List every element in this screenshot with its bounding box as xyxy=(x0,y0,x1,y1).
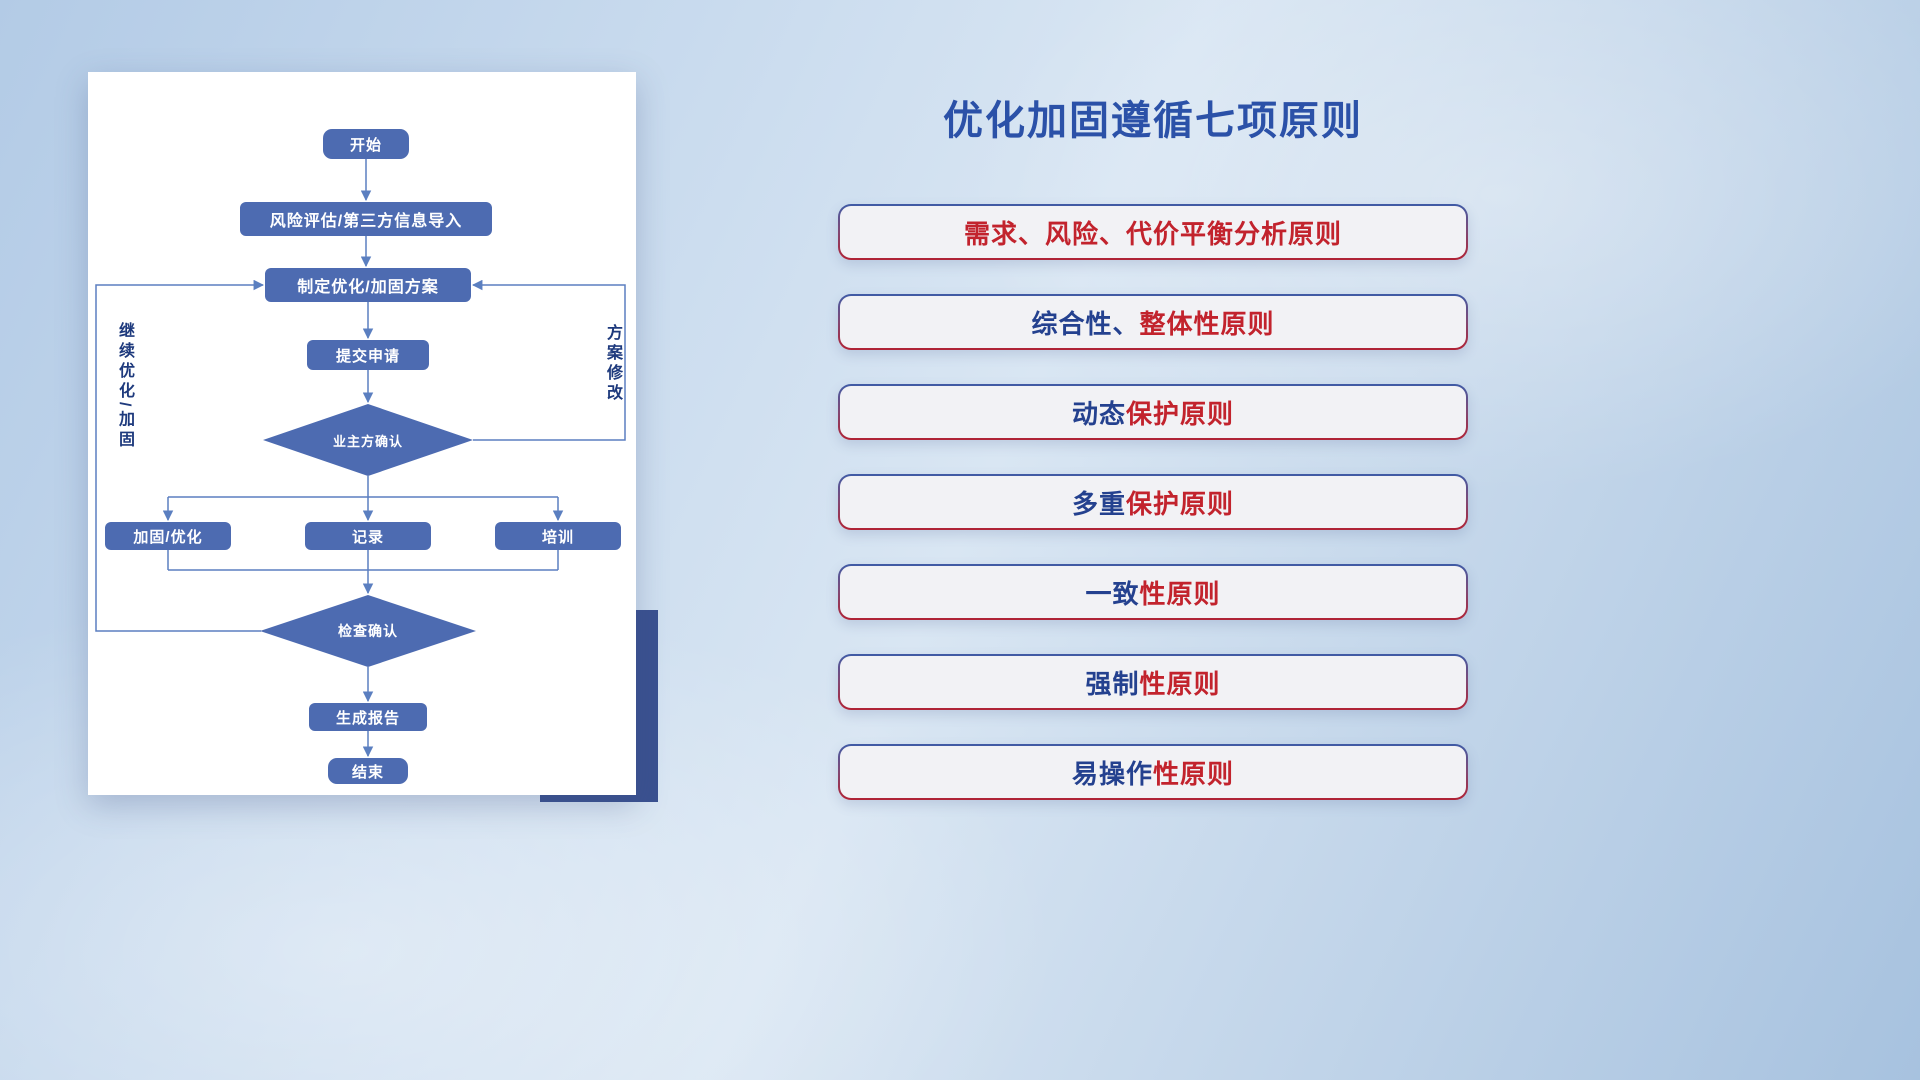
principle-text-segment: 保护原则 xyxy=(1126,398,1235,429)
principle-pill: 综合性、整体性原则 xyxy=(838,294,1468,350)
flow-node-check-confirm-label: 检查确认 xyxy=(338,623,398,639)
principles-panel: 优化加固遵循七项原则 需求、风险、代价平衡分析原则 综合性、整体性原则 动态保护… xyxy=(838,88,1468,800)
flow-node-training: 培训 xyxy=(495,522,621,550)
principle-text-segment: 需求、风险、代价平衡分析原则 xyxy=(963,218,1342,249)
flow-node-start: 开始 xyxy=(323,129,409,159)
panel-title: 优化加固遵循七项原则 xyxy=(943,99,1363,143)
principle-text-segment: 综合性、 xyxy=(1031,308,1140,339)
principle-text-segment: 强制 xyxy=(1085,668,1140,699)
flow-node-record: 记录 xyxy=(305,522,431,550)
flow-node-end: 结束 xyxy=(328,758,408,784)
principle-text-segment: 一致 xyxy=(1085,578,1140,609)
principle-pill-inner: 动态保护原则 xyxy=(840,386,1466,438)
principle-pill-inner: 需求、风险、代价平衡分析原则 xyxy=(840,206,1466,258)
flow-node-report: 生成报告 xyxy=(309,703,427,731)
principle-pill: 多重保护原则 xyxy=(838,474,1468,530)
flow-node-reinforce: 加固/优化 xyxy=(105,522,231,550)
principle-pill: 强制性原则 xyxy=(838,654,1468,710)
principle-text-segment: 易操作 xyxy=(1071,758,1153,789)
principle-text-segment: 保护原则 xyxy=(1126,488,1235,519)
principle-pill-inner: 综合性、整体性原则 xyxy=(840,296,1466,348)
principle-text-segment: 性原则 xyxy=(1139,578,1221,609)
flow-edge-plan-modify xyxy=(471,279,626,441)
edge-label-plan-modify: 方案修改 xyxy=(604,324,621,404)
principle-text-segment: 多重 xyxy=(1071,488,1126,519)
edge-label-continue-optimize: 继续优化/加固 xyxy=(116,322,133,451)
flow-node-submit: 提交申请 xyxy=(307,340,429,370)
flow-edge-continue-optimize xyxy=(95,279,265,632)
principle-pill: 一致性原则 xyxy=(838,564,1468,620)
principle-text-segment: 动态 xyxy=(1071,398,1126,429)
principle-pill: 易操作性原则 xyxy=(838,744,1468,800)
flow-node-risk-import: 风险评估/第三方信息导入 xyxy=(240,202,492,236)
flow-node-owner-confirm-label: 业主方确认 xyxy=(332,433,403,449)
flowchart-connectors xyxy=(95,159,626,758)
principle-pill: 动态保护原则 xyxy=(838,384,1468,440)
principle-pill-inner: 强制性原则 xyxy=(840,656,1466,708)
principle-text-segment: 性原则 xyxy=(1139,668,1221,699)
principle-pill: 需求、风险、代价平衡分析原则 xyxy=(838,204,1468,260)
flowchart-card: 开始 风险评估/第三方信息导入 制定优化/加固方案 提交申请 业主方确认 加固/… xyxy=(88,72,636,795)
principle-pill-inner: 易操作性原则 xyxy=(840,746,1466,798)
principle-pill-inner: 一致性原则 xyxy=(840,566,1466,618)
principles-list: 需求、风险、代价平衡分析原则 综合性、整体性原则 动态保护原则 多重保护原则 一… xyxy=(838,204,1468,800)
principle-pill-inner: 多重保护原则 xyxy=(840,476,1466,528)
flow-node-make-plan: 制定优化/加固方案 xyxy=(265,268,471,302)
principle-text-segment: 性原则 xyxy=(1153,758,1235,789)
principle-text-segment: 整体性原则 xyxy=(1139,308,1275,339)
